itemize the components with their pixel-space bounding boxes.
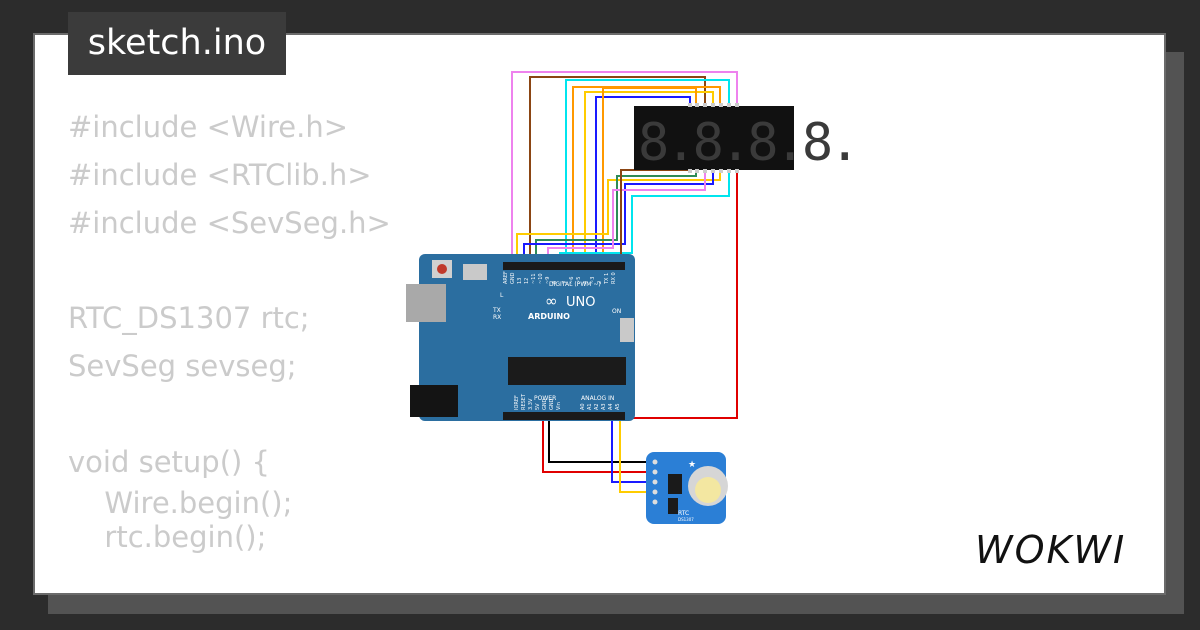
svg-text:GND: GND bbox=[510, 272, 516, 284]
wire-red[interactable] bbox=[542, 418, 654, 473]
svg-text:RX 0: RX 0 bbox=[611, 272, 617, 284]
filename-label: sketch.ino bbox=[68, 12, 286, 75]
board-model: UNO bbox=[566, 295, 595, 310]
svg-text:4: 4 bbox=[583, 281, 589, 284]
svg-text:IOREF: IOREF bbox=[514, 395, 520, 410]
wire-gold-rtc[interactable] bbox=[619, 418, 654, 493]
wire-black[interactable] bbox=[548, 418, 654, 463]
wire-cyan[interactable] bbox=[565, 79, 730, 262]
svg-text:A1: A1 bbox=[587, 403, 593, 410]
arduino-uno-board[interactable]: ∞ UNO ARDUINO DIGITAL (PWM ~) POWER ANAL… bbox=[406, 254, 635, 421]
code-line: Wire.begin(); bbox=[86, 486, 293, 521]
svg-text:13: 13 bbox=[517, 278, 523, 284]
svg-text:A0: A0 bbox=[580, 403, 586, 410]
svg-text:Vin: Vin bbox=[556, 402, 562, 410]
digital-label: DIGITAL (PWM ~) bbox=[549, 281, 601, 288]
crystal bbox=[668, 498, 678, 514]
wire-violet-2[interactable] bbox=[547, 171, 706, 262]
wire-orange-2[interactable] bbox=[602, 87, 697, 262]
code-line: #include <Wire.h> bbox=[68, 110, 349, 144]
power-label: POWER bbox=[534, 395, 556, 402]
wokwi-logo: WOKWI bbox=[975, 528, 1127, 572]
svg-text:7: 7 bbox=[562, 281, 568, 284]
svg-text:12: 12 bbox=[524, 278, 530, 284]
analog-pin-labels: A0 A1 A2 A3 A4 A5 bbox=[580, 403, 621, 410]
wire-blue-2[interactable] bbox=[523, 171, 714, 262]
svg-text:~11: ~11 bbox=[531, 273, 537, 284]
microcontroller-chip bbox=[508, 357, 626, 385]
seven-segment-display[interactable]: 8.8.8.8. bbox=[634, 103, 860, 173]
digital-header bbox=[503, 262, 625, 270]
power-jack bbox=[410, 385, 458, 417]
top-pin-labels: AREF GND 13 12 ~11 ~10 ~9 8 7 ~6 ~5 4 ~3… bbox=[503, 271, 617, 285]
power-analog-header bbox=[503, 412, 625, 420]
display-digits-text: 8.8.8.8. bbox=[638, 113, 856, 173]
code-line: #include <SevSeg.h> bbox=[68, 205, 391, 240]
wire-gold[interactable] bbox=[584, 91, 714, 262]
display-pins bbox=[688, 103, 739, 173]
wire-blue[interactable] bbox=[595, 96, 691, 262]
code-line: rtc.begin(); bbox=[86, 520, 267, 555]
code-preview: #include <Wire.h> #include <RTClib.h> #i… bbox=[68, 104, 428, 584]
svg-text:A3: A3 bbox=[601, 403, 607, 410]
svg-text:TX 1: TX 1 bbox=[604, 273, 610, 285]
code-line: void setup() { bbox=[68, 444, 270, 479]
wire-blue-rtc[interactable] bbox=[611, 418, 654, 483]
svg-text:3.3V: 3.3V bbox=[528, 398, 534, 410]
icsp-header bbox=[620, 318, 634, 342]
reset-button-cap[interactable] bbox=[437, 264, 447, 274]
rtc-pins bbox=[652, 459, 658, 505]
svg-text:A2: A2 bbox=[594, 403, 600, 410]
code-line: RTC_DS1307 rtc; bbox=[68, 301, 310, 336]
led-rx-label: RX bbox=[493, 314, 501, 321]
svg-text:~10: ~10 bbox=[538, 273, 544, 284]
led-l-label: L bbox=[500, 292, 504, 299]
power-pin-labels: IOREF RESET 3.3V 5V GND GND Vin bbox=[514, 393, 562, 410]
board-brand: ARDUINO bbox=[528, 312, 570, 321]
rtc-label: RTC bbox=[678, 510, 689, 517]
svg-text:GND: GND bbox=[549, 398, 555, 410]
led-tx-label: TX bbox=[492, 307, 501, 314]
svg-text:~9: ~9 bbox=[545, 277, 551, 284]
coin-cell bbox=[695, 477, 721, 503]
svg-text:GND: GND bbox=[542, 398, 548, 410]
svg-text:~3: ~3 bbox=[590, 277, 596, 284]
svg-text:~6: ~6 bbox=[569, 277, 575, 284]
infinity-logo: ∞ bbox=[545, 292, 558, 310]
wire-violet[interactable] bbox=[511, 71, 738, 262]
rtc-chip-label: DS1307 bbox=[678, 517, 694, 522]
svg-text:5V: 5V bbox=[535, 403, 541, 410]
code-line: #include <RTClib.h> bbox=[68, 157, 372, 192]
icsp-header-top bbox=[463, 264, 487, 280]
wire-red-top[interactable] bbox=[628, 171, 738, 419]
on-label: ON bbox=[612, 308, 621, 315]
usb-port bbox=[406, 284, 446, 322]
star-icon: ★ bbox=[688, 460, 696, 470]
svg-text:A4: A4 bbox=[608, 403, 614, 410]
svg-text:RESET: RESET bbox=[521, 393, 527, 410]
code-line: SevSeg sevseg; bbox=[68, 348, 297, 383]
rtc-ds1307-module[interactable]: RTC DS1307 ★ bbox=[646, 452, 728, 524]
wire-gold-2[interactable] bbox=[516, 171, 721, 262]
svg-text:A5: A5 bbox=[615, 403, 621, 410]
rtc-chip bbox=[668, 474, 682, 494]
svg-text:AREF: AREF bbox=[503, 271, 509, 284]
svg-text:8: 8 bbox=[552, 281, 558, 284]
analog-label: ANALOG IN bbox=[581, 395, 614, 402]
svg-text:~5: ~5 bbox=[576, 277, 582, 284]
svg-text:2: 2 bbox=[597, 281, 603, 284]
segment-digits: 8.8.8.8. bbox=[638, 113, 860, 173]
